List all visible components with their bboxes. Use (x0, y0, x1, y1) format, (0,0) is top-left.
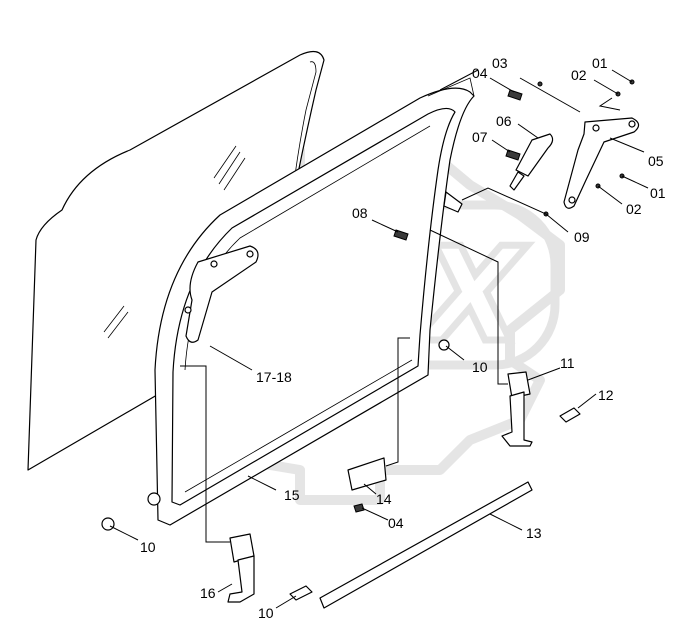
leader-lines (109, 69, 649, 609)
callout-07: 07 (472, 129, 488, 145)
leader-14-frame (385, 337, 410, 467)
callout-06: 06 (496, 113, 512, 129)
callout-04-bottom: 04 (388, 515, 404, 531)
door-frame-top-rail (427, 77, 475, 97)
bracket-05-hole-bottom (568, 196, 576, 204)
latch-16 (227, 533, 255, 603)
leader-10a (445, 345, 465, 361)
gas-strut-06 (509, 133, 554, 191)
glass-reflection-2 (103, 305, 129, 339)
hinge-plate-shape (185, 245, 259, 343)
hinge-plate-17-18 (184, 245, 259, 343)
leader-04a (489, 77, 515, 93)
screw-04-bottom (353, 503, 365, 513)
leader-1718 (209, 345, 253, 371)
bushing-10-left (101, 517, 115, 531)
hinge-bolt-1 (210, 260, 218, 268)
callout-15: 15 (284, 487, 300, 503)
seal-strip-13 (319, 481, 533, 609)
callout-02-mid: 02 (626, 201, 642, 217)
bolt-12 (559, 407, 581, 423)
leader-07 (491, 139, 511, 153)
leader-02a (593, 79, 619, 95)
glass-reflection-1 (213, 145, 246, 191)
callout-10-left: 10 (140, 539, 156, 555)
leader-06 (517, 123, 539, 139)
bracket-05 (563, 117, 640, 209)
leader-14 (363, 483, 377, 495)
bracket-05-hole-top (628, 120, 636, 128)
leader-15 (247, 475, 277, 491)
leader-05 (609, 137, 645, 153)
latch-11-head (507, 371, 531, 399)
leader-02b (597, 185, 623, 205)
bracket-14 (347, 457, 387, 491)
leader-16-frame (180, 365, 230, 543)
leader-10c (275, 595, 297, 609)
callout-labels: 01 02 03 04 05 06 07 01 02 08 09 10 11 1… (140, 55, 666, 621)
callout-04-top: 04 (472, 65, 488, 81)
glass-panel (27, 50, 325, 471)
glass-panel-outline (27, 50, 325, 471)
bushing-10-right (438, 339, 450, 351)
leader-10b (109, 525, 139, 541)
leader-08 (371, 219, 399, 233)
callout-08: 08 (352, 205, 368, 221)
leader-11 (527, 367, 561, 381)
callout-14: 14 (376, 491, 392, 507)
callout-01-mid: 01 (650, 185, 666, 201)
callout-12: 12 (598, 387, 614, 403)
screw-08 (393, 229, 409, 241)
bracket-05-shape (563, 117, 640, 209)
leader-16 (217, 583, 233, 593)
screw-04-top (507, 89, 523, 101)
screw-07 (505, 149, 521, 161)
leader-01b (621, 175, 649, 189)
latch-11-arm (501, 391, 533, 447)
latch-16-arm (227, 555, 255, 603)
leader-01a (611, 69, 633, 83)
gas-strut-cylinder (515, 133, 554, 177)
callout-09: 09 (574, 229, 590, 245)
leader-03 (519, 77, 581, 113)
door-frame-top-stub (439, 69, 479, 91)
callout-13: 13 (526, 525, 542, 541)
bushing-frame-corner (147, 492, 161, 506)
callout-05: 05 (648, 153, 664, 169)
hinge-bolt-2 (184, 306, 192, 314)
gas-strut-rod (509, 171, 525, 191)
leader-04b (361, 507, 389, 521)
leader-12 (577, 393, 597, 409)
callout-11: 11 (560, 355, 575, 371)
hinge-bolt-3 (246, 250, 254, 258)
callout-03: 03 (492, 55, 508, 71)
leader-13 (489, 513, 523, 531)
leader-11-frame (429, 229, 508, 385)
leader-0102-link (598, 97, 621, 111)
callout-16: 16 (200, 585, 216, 601)
bracket-05-hole-mid (592, 124, 600, 132)
strut-mount-bracket (443, 191, 463, 213)
leader-09 (461, 187, 569, 233)
dot-03 (537, 81, 543, 87)
callout-02-top: 02 (571, 67, 587, 83)
callout-01-top: 01 (592, 55, 608, 71)
callout-17-18: 17-18 (256, 369, 292, 385)
latch-11 (501, 371, 533, 447)
callout-10-right: 10 (472, 359, 488, 375)
callout-10-bottom: 10 (258, 605, 274, 621)
